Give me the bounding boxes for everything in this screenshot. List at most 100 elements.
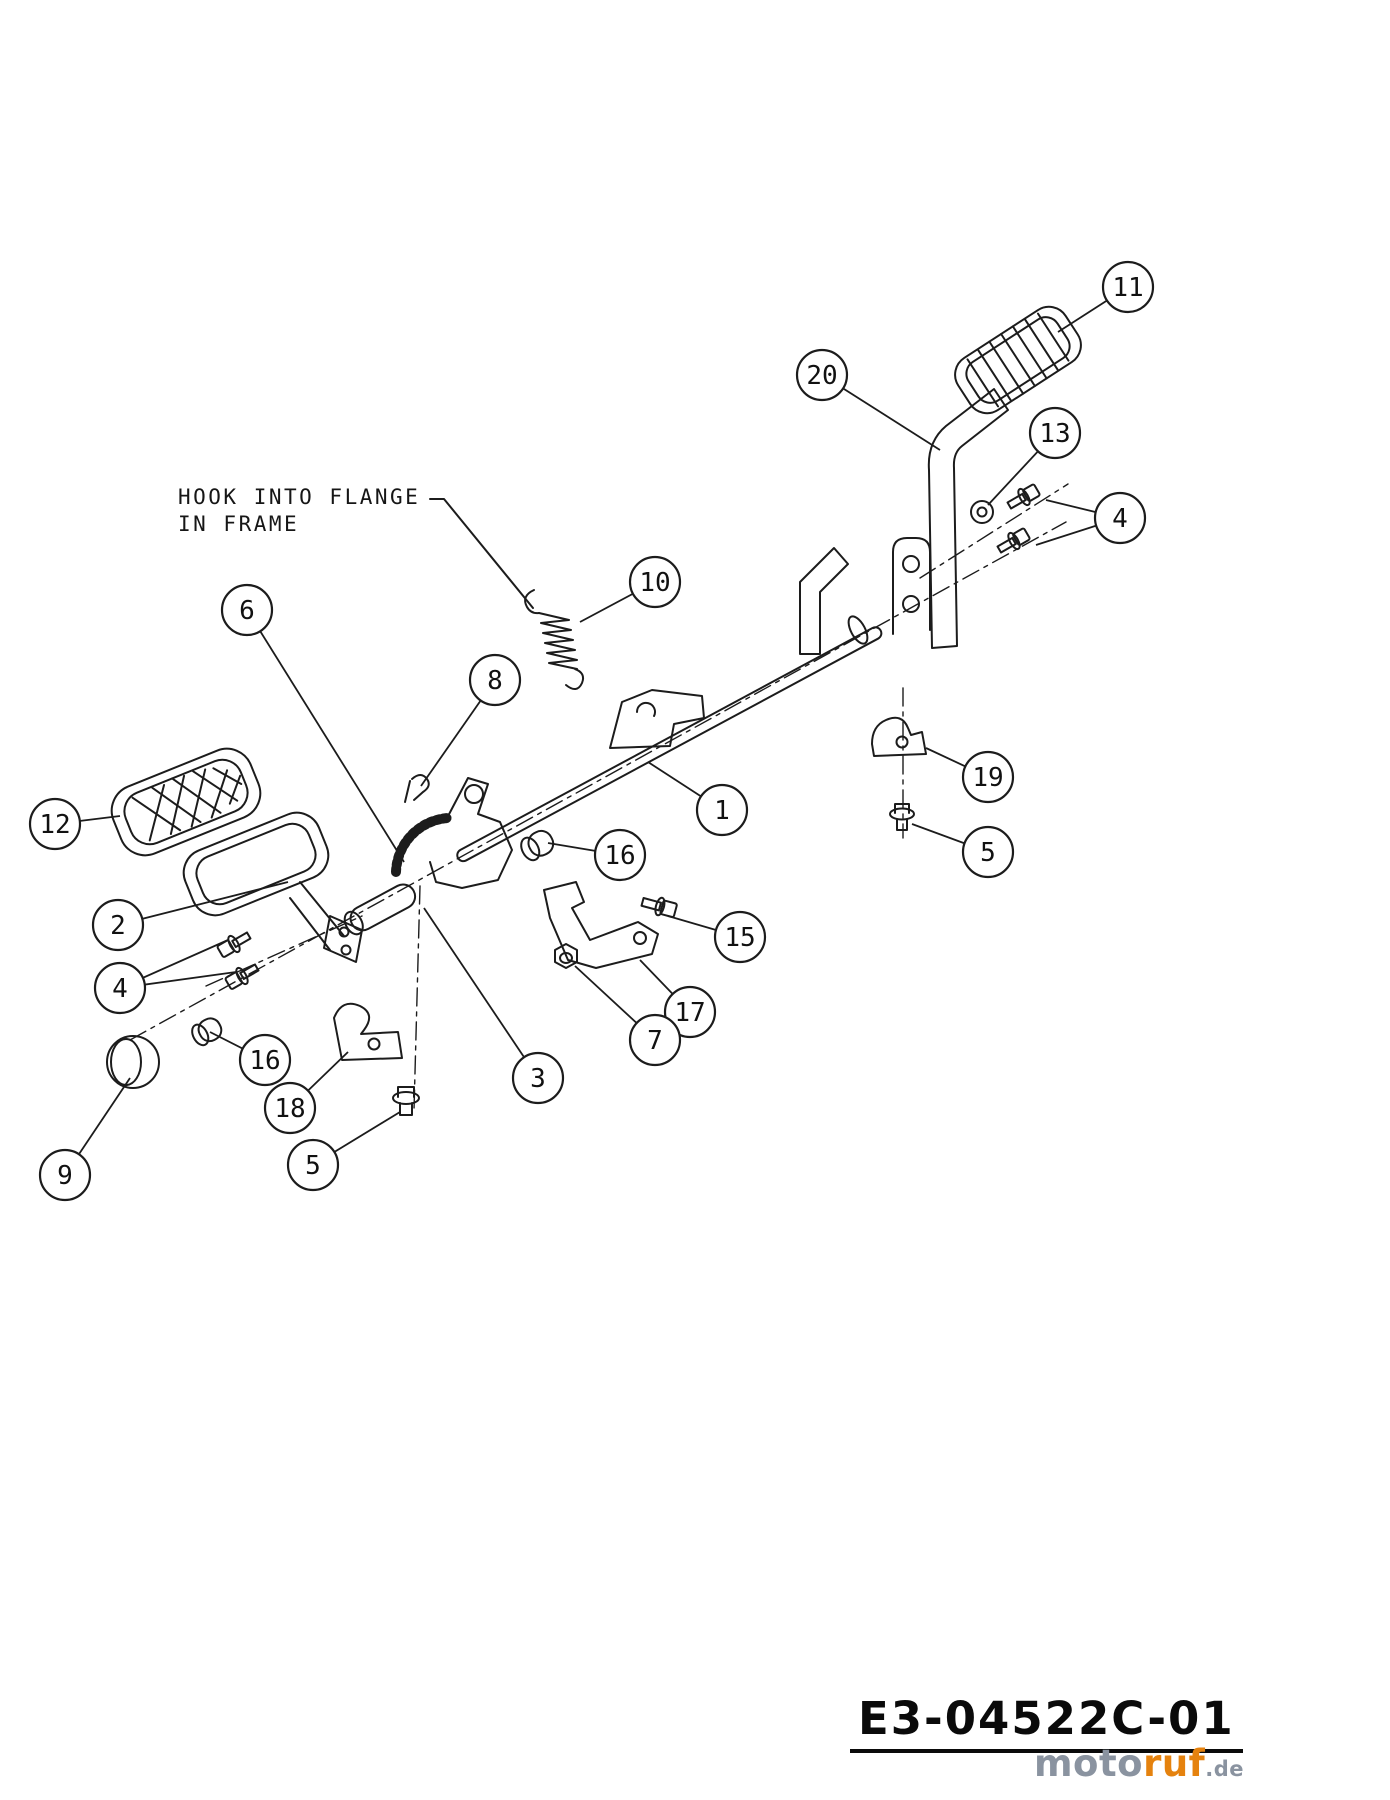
note-leader-line — [429, 498, 534, 609]
callout-17: 17 — [639, 959, 717, 1039]
callout-label-13: 13 — [1039, 419, 1070, 449]
washer-part — [970, 500, 994, 524]
callout-16: 16 — [547, 828, 647, 882]
bolt-5-left-part — [392, 1086, 420, 1116]
callout-label-9: 9 — [57, 1161, 73, 1191]
hook-plate-part — [609, 689, 705, 749]
hub-sector-part — [343, 777, 513, 936]
centerlines — [129, 483, 1069, 1111]
callout-label-12: 12 — [39, 810, 70, 840]
pedal-pad-right — [954, 305, 1082, 415]
callout-15: 15 — [667, 910, 767, 964]
callout-label-3: 3 — [530, 1064, 546, 1094]
pedal-arm-part — [927, 388, 1009, 649]
callout-4: 4 — [93, 939, 237, 1015]
callout-9: 9 — [38, 1077, 131, 1202]
callout-label-7: 7 — [647, 1026, 663, 1056]
callout-circle-18 — [263, 1081, 317, 1135]
callout-circle-19 — [961, 750, 1015, 804]
callout-20: 20 — [795, 348, 941, 451]
callout-label-6: 6 — [239, 596, 255, 626]
callout-circle-6 — [220, 583, 274, 637]
callout-10: 10 — [579, 555, 682, 623]
callout-circle-13 — [1028, 406, 1082, 460]
callout-label-16: 16 — [249, 1046, 280, 1076]
callout-circle-1 — [695, 783, 749, 837]
watermark-part1: moto — [1034, 1742, 1144, 1785]
bracket-19-part — [871, 716, 927, 757]
callout-circle-5 — [286, 1138, 340, 1192]
callout-circle-3 — [511, 1051, 565, 1105]
pedal-pad-left-ribbed — [110, 747, 262, 857]
callout-circle-9 — [38, 1148, 92, 1202]
callout-circle-17 — [663, 985, 717, 1039]
callout-circle-11 — [1101, 260, 1155, 314]
callout-label-18: 18 — [274, 1094, 305, 1124]
callout-18: 18 — [263, 1051, 349, 1135]
callout-12: 12 — [28, 797, 121, 851]
right-support-bracket — [799, 537, 931, 655]
callout-8: 8 — [420, 653, 522, 787]
callout-6: 6 — [220, 583, 405, 863]
callout-circle-4 — [93, 961, 147, 1015]
cotter-pin-part — [404, 774, 430, 803]
callout-circle-2 — [91, 898, 145, 952]
callout-circle-10 — [628, 555, 682, 609]
callout-layer: 11 20 13 4 10 6 8 19 1 12 16 5 2 15 4 177 16 3 18 9 5 — [28, 260, 1155, 1202]
nut-part — [554, 943, 578, 969]
hook-note-line2: IN FRAME — [178, 512, 300, 536]
callout-label-2: 2 — [110, 911, 126, 941]
callout-circle-8 — [468, 653, 522, 707]
callout-label-4: 4 — [112, 974, 128, 1004]
pedal-plate-left — [182, 811, 363, 963]
callout-label-11: 11 — [1112, 273, 1143, 303]
callout-label-16: 16 — [604, 841, 635, 871]
callout-2: 2 — [91, 881, 289, 952]
callout-1: 1 — [647, 761, 749, 837]
callout-label-19: 19 — [972, 763, 1003, 793]
callout-label-1: 1 — [714, 796, 730, 826]
callout-13: 13 — [987, 406, 1082, 506]
bolts-left — [216, 931, 260, 990]
callout-label-8: 8 — [487, 666, 503, 696]
diagram-code: E3-04522C-01 — [850, 1692, 1243, 1753]
callout-3: 3 — [423, 907, 565, 1105]
callout-circle-7 — [628, 1013, 682, 1067]
callout-circle-16 — [238, 1033, 292, 1087]
cap-part — [106, 1035, 160, 1089]
callout-circle-12 — [28, 797, 82, 851]
callout-label-20: 20 — [806, 361, 837, 391]
spring-part — [524, 589, 585, 690]
shaft-part — [456, 615, 883, 863]
callout-circle-15 — [713, 910, 767, 964]
bolts-right — [996, 483, 1041, 554]
callout-7: 7 — [574, 965, 682, 1067]
bracket-18-part — [333, 1002, 403, 1061]
watermark-tld: .de — [1205, 1757, 1245, 1781]
watermark: motoruf.de — [1034, 1742, 1244, 1785]
callout-leader-3 — [423, 907, 539, 1079]
callout-circle-5 — [961, 825, 1015, 879]
callout-leader-6 — [246, 609, 405, 863]
callout-5: 5 — [286, 1111, 401, 1192]
callout-label-5: 5 — [980, 838, 996, 868]
bushing-left-part — [191, 1017, 223, 1047]
callout-5: 5 — [911, 823, 1015, 879]
hook-note-line1: HOOK INTO FLANGE — [178, 485, 421, 509]
callout-label-10: 10 — [639, 568, 670, 598]
hook-note: HOOK INTO FLANGE IN FRAME — [178, 484, 420, 538]
watermark-part2: ruf — [1143, 1742, 1206, 1785]
callout-11: 11 — [1057, 260, 1155, 333]
callout-19: 19 — [925, 747, 1015, 804]
callout-16: 16 — [209, 1031, 292, 1087]
bushing-mid-part — [520, 829, 555, 862]
bolt-5-right-part — [889, 803, 915, 831]
callout-4: 4 — [1035, 491, 1147, 546]
callout-label-15: 15 — [724, 923, 755, 953]
callout-label-5: 5 — [305, 1151, 321, 1181]
bolt-15-part — [640, 896, 678, 918]
callout-circle-16 — [593, 828, 647, 882]
callout-leader-2 — [117, 881, 289, 926]
